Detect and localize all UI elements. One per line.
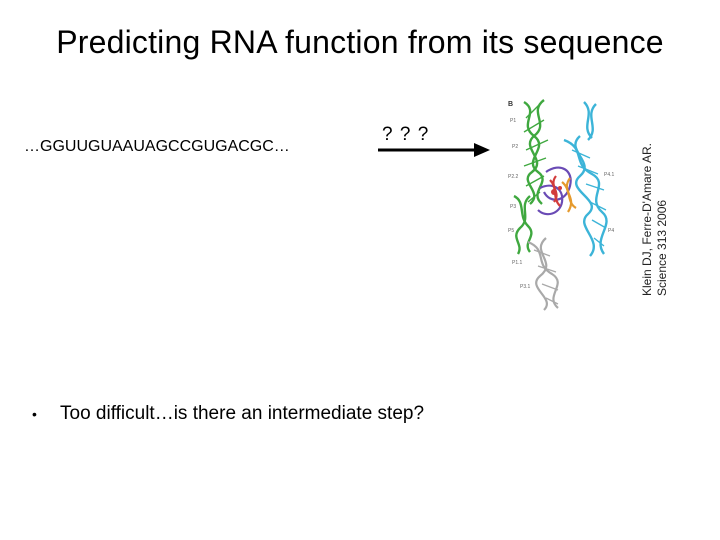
label-p5: P5: [508, 228, 514, 234]
list-item: • Too difficult…is there an intermediate…: [28, 402, 424, 426]
helix-cyan: [563, 101, 608, 257]
bullet-marker: •: [32, 406, 37, 422]
label-p3: P3: [510, 204, 516, 210]
core-region: [537, 166, 577, 216]
label-p4-1: P4.1: [604, 172, 615, 178]
label-p2: P2: [512, 144, 518, 150]
label-p1-1: P1.1: [512, 260, 523, 266]
bullet-list: • Too difficult…is there an intermediate…: [28, 402, 424, 426]
citation-line-1: Klein DJ, Ferre-D'Amare AR.: [640, 143, 654, 296]
helix-green: [513, 99, 549, 255]
label-p2-2: P2.2: [508, 174, 519, 180]
right-arrow-icon: [378, 143, 490, 157]
citation: Klein DJ, Ferre-D'Amare AR. Science 313 …: [640, 96, 682, 296]
slide-title: Predicting RNA function from its sequenc…: [56, 24, 664, 60]
label-p1: P1: [510, 118, 516, 124]
label-p4: P4: [608, 228, 614, 234]
rna-structure-figure: B: [508, 99, 615, 311]
unknown-step-label: ? ? ?: [382, 124, 430, 145]
bullet-text: Too difficult…is there an intermediate s…: [60, 403, 425, 424]
rna-sequence-text: …GGUUGUAAUAGCCGUGACGC…: [24, 138, 290, 155]
figure-labels: P1 P2 P2.2 P3 P4 P4.1 P5 P1.1 P3.1: [508, 118, 615, 290]
helix-gray: [527, 237, 559, 311]
citation-line-2: Science 313 2006: [655, 199, 669, 296]
figure-panel-letter: B: [508, 101, 513, 108]
label-p3-1: P3.1: [520, 284, 531, 290]
